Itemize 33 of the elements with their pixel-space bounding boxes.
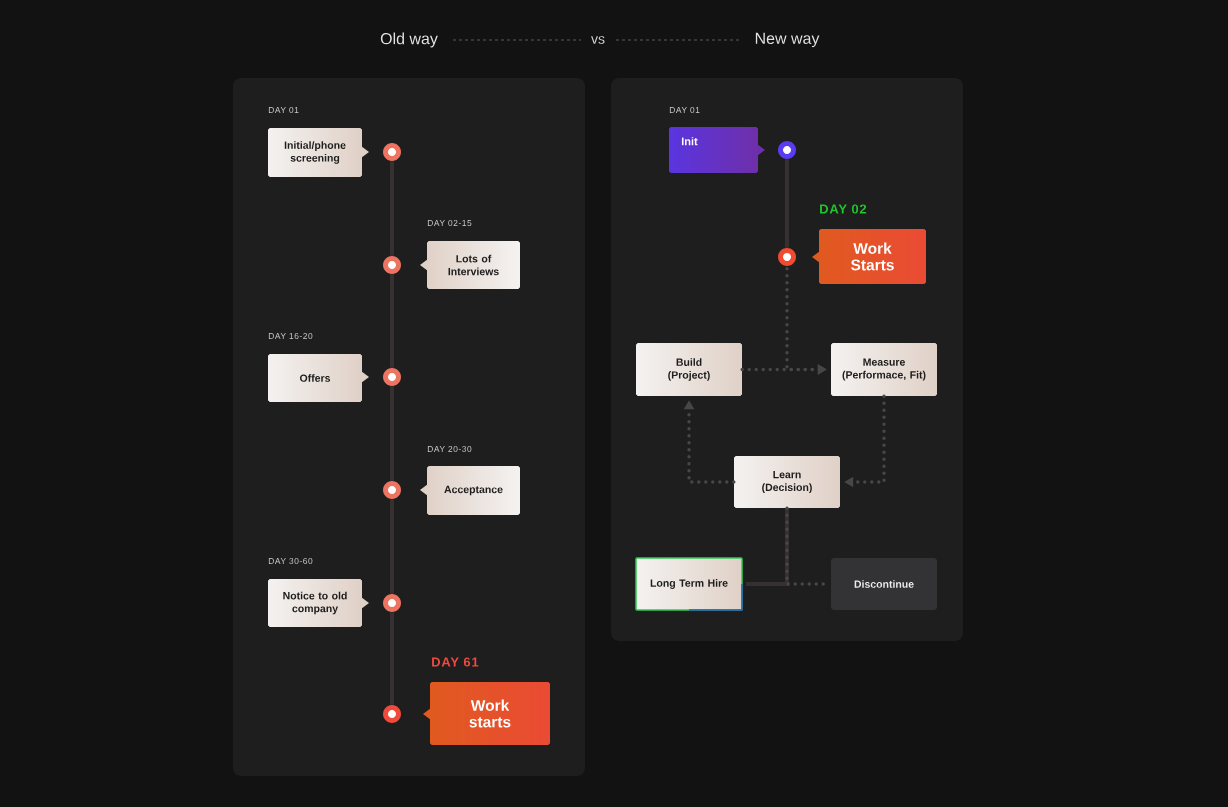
timeline-dot bbox=[383, 594, 401, 612]
timeline-dot bbox=[778, 248, 796, 266]
callout-box: Lots of Interviews bbox=[420, 241, 520, 289]
callout-box: Work starts bbox=[423, 682, 550, 745]
timeline-dot bbox=[383, 256, 401, 274]
timeline-dot bbox=[778, 141, 796, 159]
callout-box: Acceptance bbox=[420, 466, 520, 515]
callout-box: Initial/phone screening bbox=[268, 128, 369, 177]
day-label: DAY 02-15 bbox=[427, 220, 472, 226]
day-label: DAY 02 bbox=[820, 204, 867, 214]
process-box: Measure (Performace, Fit) bbox=[831, 343, 937, 396]
callout-box: Work Starts bbox=[812, 229, 926, 284]
day-label: DAY 01 bbox=[268, 107, 299, 113]
process-box: Discontinue bbox=[831, 558, 937, 610]
connector-line bbox=[746, 508, 789, 586]
timeline-dot bbox=[383, 143, 401, 161]
day-label: DAY 01 bbox=[669, 107, 700, 113]
vs-label: vs bbox=[591, 36, 605, 44]
heading: New way bbox=[755, 32, 820, 48]
callout-box: Notice to old company bbox=[268, 579, 369, 627]
timeline-dot bbox=[383, 705, 401, 723]
day-label: DAY 30-60 bbox=[268, 558, 313, 564]
heading: Old way bbox=[380, 32, 438, 48]
callout-box: Offers bbox=[268, 354, 369, 402]
callout-box: Init bbox=[669, 127, 765, 173]
process-box: Learn (Decision) bbox=[734, 456, 840, 508]
day-label: DAY 16-20 bbox=[268, 333, 313, 339]
day-label: DAY 20-30 bbox=[427, 446, 472, 452]
process-box: Long Term Hire bbox=[635, 557, 743, 611]
timeline-dot bbox=[383, 481, 401, 499]
day-label: DAY 61 bbox=[432, 657, 479, 667]
process-box: Build (Project) bbox=[636, 343, 742, 396]
timeline-dot bbox=[383, 368, 401, 386]
